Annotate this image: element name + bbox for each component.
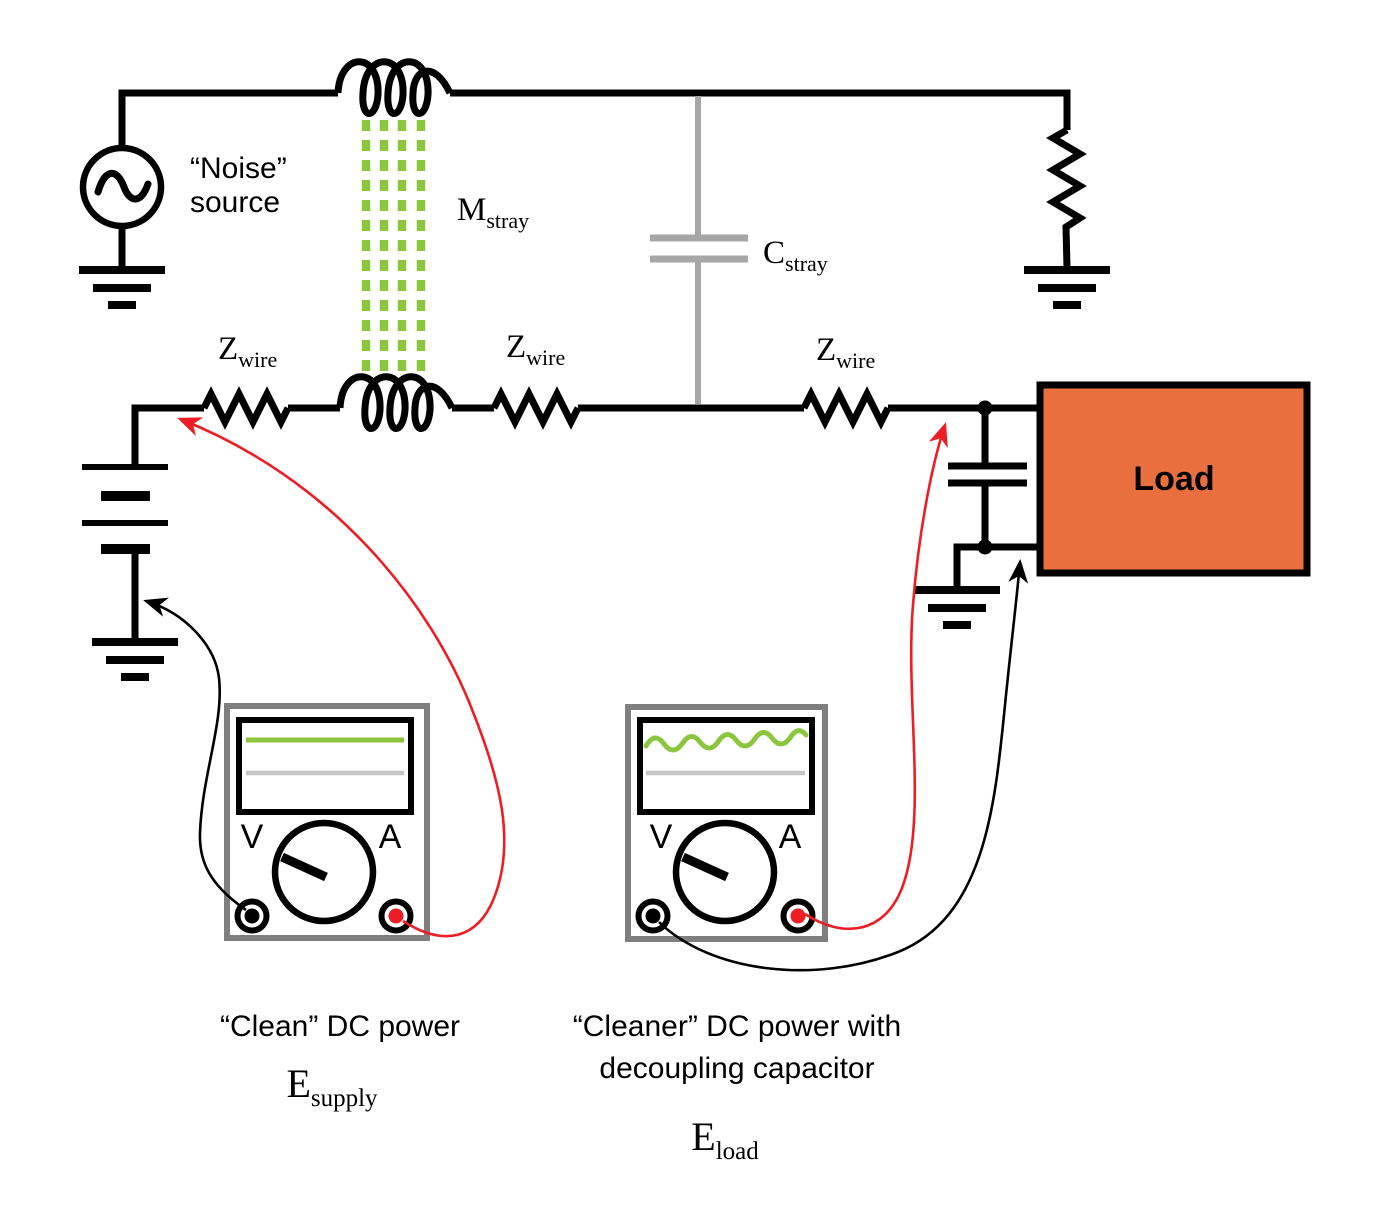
noise-source-label-line2: source — [190, 186, 280, 219]
noise-source-label-line1: “Noise” — [190, 152, 287, 185]
junction-dot — [977, 400, 993, 416]
battery-icon — [82, 464, 168, 641]
left-meter: V A — [224, 703, 430, 941]
ground-icon — [79, 270, 165, 305]
left-meter-caption: “Clean” DC power — [220, 1010, 460, 1043]
black-terminal-center — [244, 908, 260, 924]
wire-resistor-3-icon — [804, 394, 888, 422]
meter-screen — [236, 717, 414, 815]
ground-icon — [914, 590, 1000, 625]
right-meter-caption-line1: “Cleaner” DC power with — [573, 1010, 901, 1043]
rail-wire-battery-to-res1 — [131, 404, 204, 467]
wire-resistor-1-icon — [204, 394, 288, 422]
right-meter-black-probe-wire — [658, 559, 1029, 972]
meter-dial — [271, 819, 377, 925]
black-terminal-center — [645, 908, 661, 924]
decoupling-capacitor-icon — [948, 408, 1027, 547]
dial-needle — [280, 852, 328, 882]
load-ground-jog-wire — [953, 543, 985, 588]
left-meter-red-probe-wire — [177, 417, 506, 938]
secondary-coupling-inductor-icon — [340, 377, 452, 429]
top-wire-right — [450, 89, 1071, 130]
ground-icon — [1024, 270, 1110, 305]
right-meter: V A — [625, 704, 828, 942]
primary-coupling-inductor-icon — [338, 62, 450, 114]
load-label: Load — [1133, 460, 1214, 498]
volt-label: V — [241, 818, 264, 856]
amp-label: A — [779, 818, 802, 856]
red-terminal-center — [388, 908, 404, 924]
meter-dial — [672, 819, 778, 925]
c-stray-label: Cstray — [763, 235, 828, 276]
ground-icon — [92, 642, 178, 677]
screen-trace-ripple — [643, 728, 809, 753]
dial-needle — [681, 852, 729, 882]
left-meter-black-probe-wire — [143, 597, 247, 912]
m-stray-label: Mstray — [457, 192, 529, 233]
mutual-coupling-dashes — [361, 120, 426, 378]
ac-noise-source-icon — [79, 144, 165, 305]
supply-rail-wiring — [131, 377, 1040, 467]
red-terminal-center — [790, 908, 806, 924]
sine-wave-icon — [94, 169, 152, 203]
z-wire-label-left: Zwire — [218, 331, 277, 372]
noise-loop-wiring — [118, 62, 1110, 305]
load-box — [1036, 381, 1311, 577]
stray-capacitance-icon — [650, 96, 748, 404]
e-supply-label: Esupply — [286, 1061, 378, 1112]
right-meter-red-probe-wire — [804, 422, 948, 930]
e-load-label: Eload — [691, 1114, 759, 1165]
volt-label: V — [650, 818, 673, 856]
right-meter-caption-line2: decoupling capacitor — [599, 1052, 874, 1085]
z-wire-label-right: Zwire — [816, 332, 875, 373]
wire-resistor-2-icon — [494, 394, 578, 422]
noise-loop-resistor-icon — [1046, 126, 1087, 269]
junction-dot — [977, 539, 993, 555]
top-wire-left — [118, 89, 338, 148]
z-wire-label-mid: Zwire — [506, 329, 565, 370]
amp-label: A — [379, 818, 402, 856]
